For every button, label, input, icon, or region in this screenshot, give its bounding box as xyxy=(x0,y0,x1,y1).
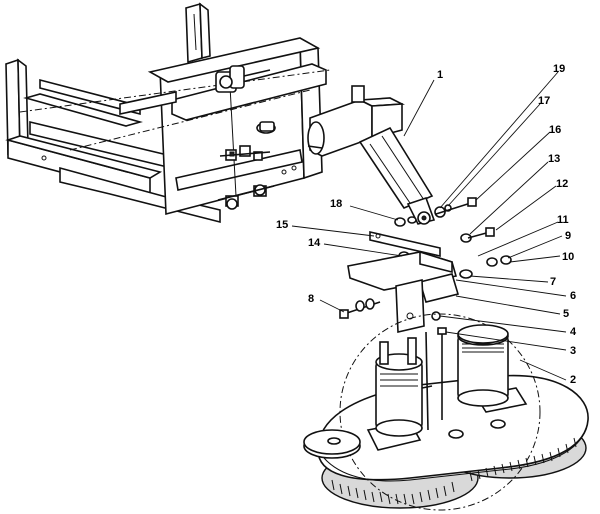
callout-16: 16 xyxy=(549,124,561,136)
frame-bolts xyxy=(217,145,275,210)
callout-12: 12 xyxy=(556,178,568,190)
mount-brackets xyxy=(347,230,460,333)
callout-17: 17 xyxy=(538,95,550,107)
callout-13: 13 xyxy=(548,153,560,165)
callout-1: 1 xyxy=(437,69,443,81)
linear-actuator xyxy=(307,85,436,225)
callout-5: 5 xyxy=(563,308,569,320)
brush-bristles xyxy=(331,437,577,505)
callout-3: 3 xyxy=(570,345,576,357)
brush-motor-right xyxy=(457,324,509,407)
callout-8: 8 xyxy=(308,293,314,305)
brush-deck xyxy=(303,313,589,511)
callout-10: 10 xyxy=(562,251,574,263)
callout-4: 4 xyxy=(570,326,577,338)
callout-18: 18 xyxy=(330,198,342,210)
leader-lines xyxy=(291,71,567,381)
callout-19: 19 xyxy=(553,63,565,75)
hardware-stack xyxy=(339,197,512,344)
callout-14: 14 xyxy=(308,237,321,249)
callout-15: 15 xyxy=(276,219,288,231)
callout-7: 7 xyxy=(550,276,556,288)
chassis-frame xyxy=(5,2,331,224)
brush-motor-left xyxy=(375,337,433,437)
callout-9: 9 xyxy=(565,230,571,242)
callout-labels: 1 19 17 16 13 12 11 9 10 7 6 5 4 3 2 18 … xyxy=(276,63,577,386)
callout-11: 11 xyxy=(557,214,569,226)
callout-6: 6 xyxy=(570,290,576,302)
callout-2: 2 xyxy=(570,374,576,386)
